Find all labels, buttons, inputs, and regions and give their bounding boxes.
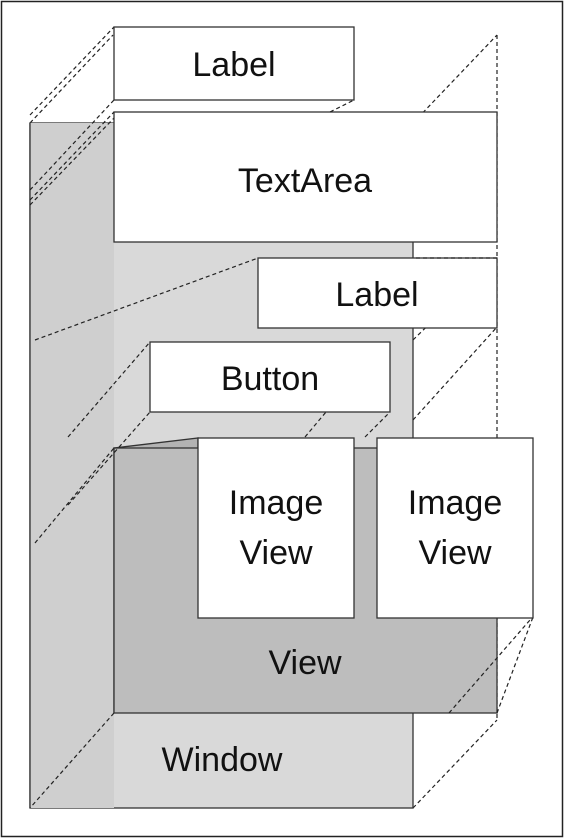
label-top-projection: [29, 26, 355, 191]
view-label: View: [268, 644, 342, 682]
label-top-component: [113, 26, 355, 101]
image-view-2: [376, 437, 534, 619]
label-mid-text: Label: [335, 276, 418, 314]
image-view-1-label-line2: View: [239, 534, 313, 572]
button-label: Button: [221, 360, 319, 398]
button-projection: [67, 341, 391, 506]
textarea-projection: [29, 111, 497, 259]
textarea-label: TextArea: [238, 162, 372, 200]
button-component: [149, 341, 391, 413]
window-label: Window: [162, 741, 283, 779]
label-top-text: Label: [192, 46, 275, 84]
image-view-1-label-line1: Image: [229, 484, 324, 522]
view-projection: [29, 447, 534, 809]
textarea-component: [113, 111, 498, 243]
label-mid-component: [257, 257, 498, 329]
image-view-2-label-line2: View: [418, 534, 492, 572]
window-layer-depth: [30, 123, 114, 808]
image-view-1: [197, 437, 355, 619]
image-view-2-label-line1: Image: [408, 484, 503, 522]
